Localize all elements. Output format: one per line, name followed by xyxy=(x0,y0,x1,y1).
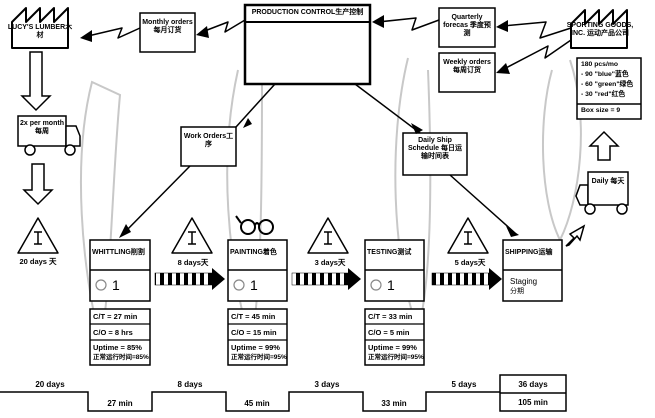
glasses-icon xyxy=(235,215,274,235)
supplier-truck-icon xyxy=(17,115,81,156)
arrow-down-truck xyxy=(22,163,54,206)
zigzag-monthly-to-supplier xyxy=(87,27,141,39)
zigzag-quarterly-to-pc xyxy=(377,17,440,31)
uptime-cn: 正常运行时间=95% xyxy=(368,354,424,361)
timeline-wait: 3 days xyxy=(314,380,340,389)
arrow-shipping-to-truck xyxy=(565,224,586,247)
customer-item: - 60 "green"绿色 xyxy=(581,81,634,88)
process-name: PAINTING着色 xyxy=(230,249,277,256)
customer-item: - 30 "red"红色 xyxy=(581,91,626,98)
data-box-whittling xyxy=(89,308,151,366)
arrow-workorders-to-whittling xyxy=(124,165,191,233)
production-control-title: PRODUCTION CONTROL生产控制 xyxy=(251,9,364,16)
arrow-shipsched-to-shipping xyxy=(449,174,516,234)
zigzag-head-2 xyxy=(196,26,209,38)
push-arrow-3 xyxy=(431,268,502,290)
cycle-time: C/T = 27 min xyxy=(93,312,138,321)
data-box-testing xyxy=(364,308,425,366)
arrow-pc-to-workorders xyxy=(235,83,276,128)
monthly-orders-box xyxy=(139,12,196,53)
zigzag-head-3 xyxy=(372,15,384,28)
production-control-box xyxy=(243,3,372,86)
operator-icon xyxy=(233,279,245,291)
timeline-cycle: 27 min xyxy=(107,399,133,408)
supplier-delivery-frequency: 2x per month每周 xyxy=(20,120,64,136)
inventory-days: 5 days天 xyxy=(454,258,486,267)
supplier-name: LUCY'S LUMBER木材 xyxy=(7,24,73,40)
data-box-painting xyxy=(227,308,288,366)
arrow-pc-to-shipsched xyxy=(354,83,421,134)
inventory-days: 8 days天 xyxy=(177,258,209,267)
process-name: TESTING测试 xyxy=(367,249,412,256)
customer-truck-icon xyxy=(575,171,629,215)
operator-icon xyxy=(95,279,107,291)
cycle-time: C/T = 33 min xyxy=(368,312,413,321)
timeline-wait: 5 days xyxy=(451,380,477,389)
work-orders-label: Work Orders工序 xyxy=(183,133,234,149)
zigzag-customer-to-quarterly xyxy=(502,21,572,39)
zigzag-pc-to-monthly xyxy=(201,19,246,33)
quarterly-forecast-label: Quarterly forecas 季度预测 xyxy=(443,14,491,38)
customer-box-size: Box size = 9 xyxy=(581,107,621,114)
operator-count: 1 xyxy=(250,277,258,293)
timeline-wait: 20 days xyxy=(35,380,65,389)
inventory-days: 20 days 天 xyxy=(19,257,57,266)
customer-factory-icon xyxy=(570,9,628,49)
timeline-cycle: 45 min xyxy=(244,399,270,408)
lead-time-ladder xyxy=(0,391,500,412)
quarterly-forecast-box xyxy=(438,7,496,48)
operator-count: 1 xyxy=(387,277,395,293)
total-process-time: 105 min xyxy=(518,398,548,407)
weekly-orders-box xyxy=(438,52,496,93)
changeover-time: C/O = 8 hrs xyxy=(93,328,133,337)
monthly-orders-label: Monthly orders每月订货 xyxy=(142,19,193,35)
cycle-time: C/T = 45 min xyxy=(231,312,276,321)
customer-data-box xyxy=(576,57,642,120)
zigzag-customer-to-weekly xyxy=(501,39,572,71)
weekly-orders-label: Weekly orders每周订货 xyxy=(443,59,491,75)
supplier-factory-icon xyxy=(11,7,69,49)
zigzag-head-1 xyxy=(80,30,92,42)
customer-demand: 180 pcs/mo xyxy=(581,61,619,68)
operator-count: 1 xyxy=(112,277,120,293)
daily-ship-schedule-box xyxy=(402,132,468,176)
inventory-days: 3 days天 xyxy=(314,258,346,267)
zigzag-head-5 xyxy=(496,63,510,74)
push-arrow-2 xyxy=(291,268,361,290)
staging-label: Staging xyxy=(510,277,538,286)
arrow-up-customer xyxy=(588,130,620,161)
uptime-cn: 正常运行时间=85% xyxy=(93,354,149,361)
shipping-name: SHIPPING运输 xyxy=(505,249,553,256)
uptime-cn: 正常运行时间=95% xyxy=(231,354,287,361)
customer-name: SPORTING GOODS, INC. 运动产品公司 xyxy=(566,22,634,38)
timeline-cycle: 33 min xyxy=(381,399,407,408)
daily-ship-schedule-label: Daily Ship Schedule 每日运输时间表 xyxy=(407,137,463,161)
changeover-time: C/O = 5 min xyxy=(368,328,410,337)
changeover-time: C/O = 15 min xyxy=(231,328,277,337)
push-arrow-1 xyxy=(154,268,225,290)
staging-label-cn: 分期 xyxy=(510,288,524,295)
zigzag-head-4 xyxy=(496,20,508,32)
customer-item: - 90 "blue"蓝色 xyxy=(581,71,629,78)
operator-icon xyxy=(370,279,382,291)
arrow-down-supplier xyxy=(20,51,52,112)
uptime: Uptime = 85% xyxy=(93,343,142,352)
total-lead-time: 36 days xyxy=(518,380,548,389)
customer-delivery-frequency: Daily 每天 xyxy=(591,178,625,185)
timeline-wait: 8 days xyxy=(177,380,203,389)
process-name: WHITTLING削割 xyxy=(92,249,145,256)
work-orders-box xyxy=(180,126,237,167)
uptime: Uptime = 99% xyxy=(231,343,280,352)
uptime: Uptime = 99% xyxy=(368,343,417,352)
